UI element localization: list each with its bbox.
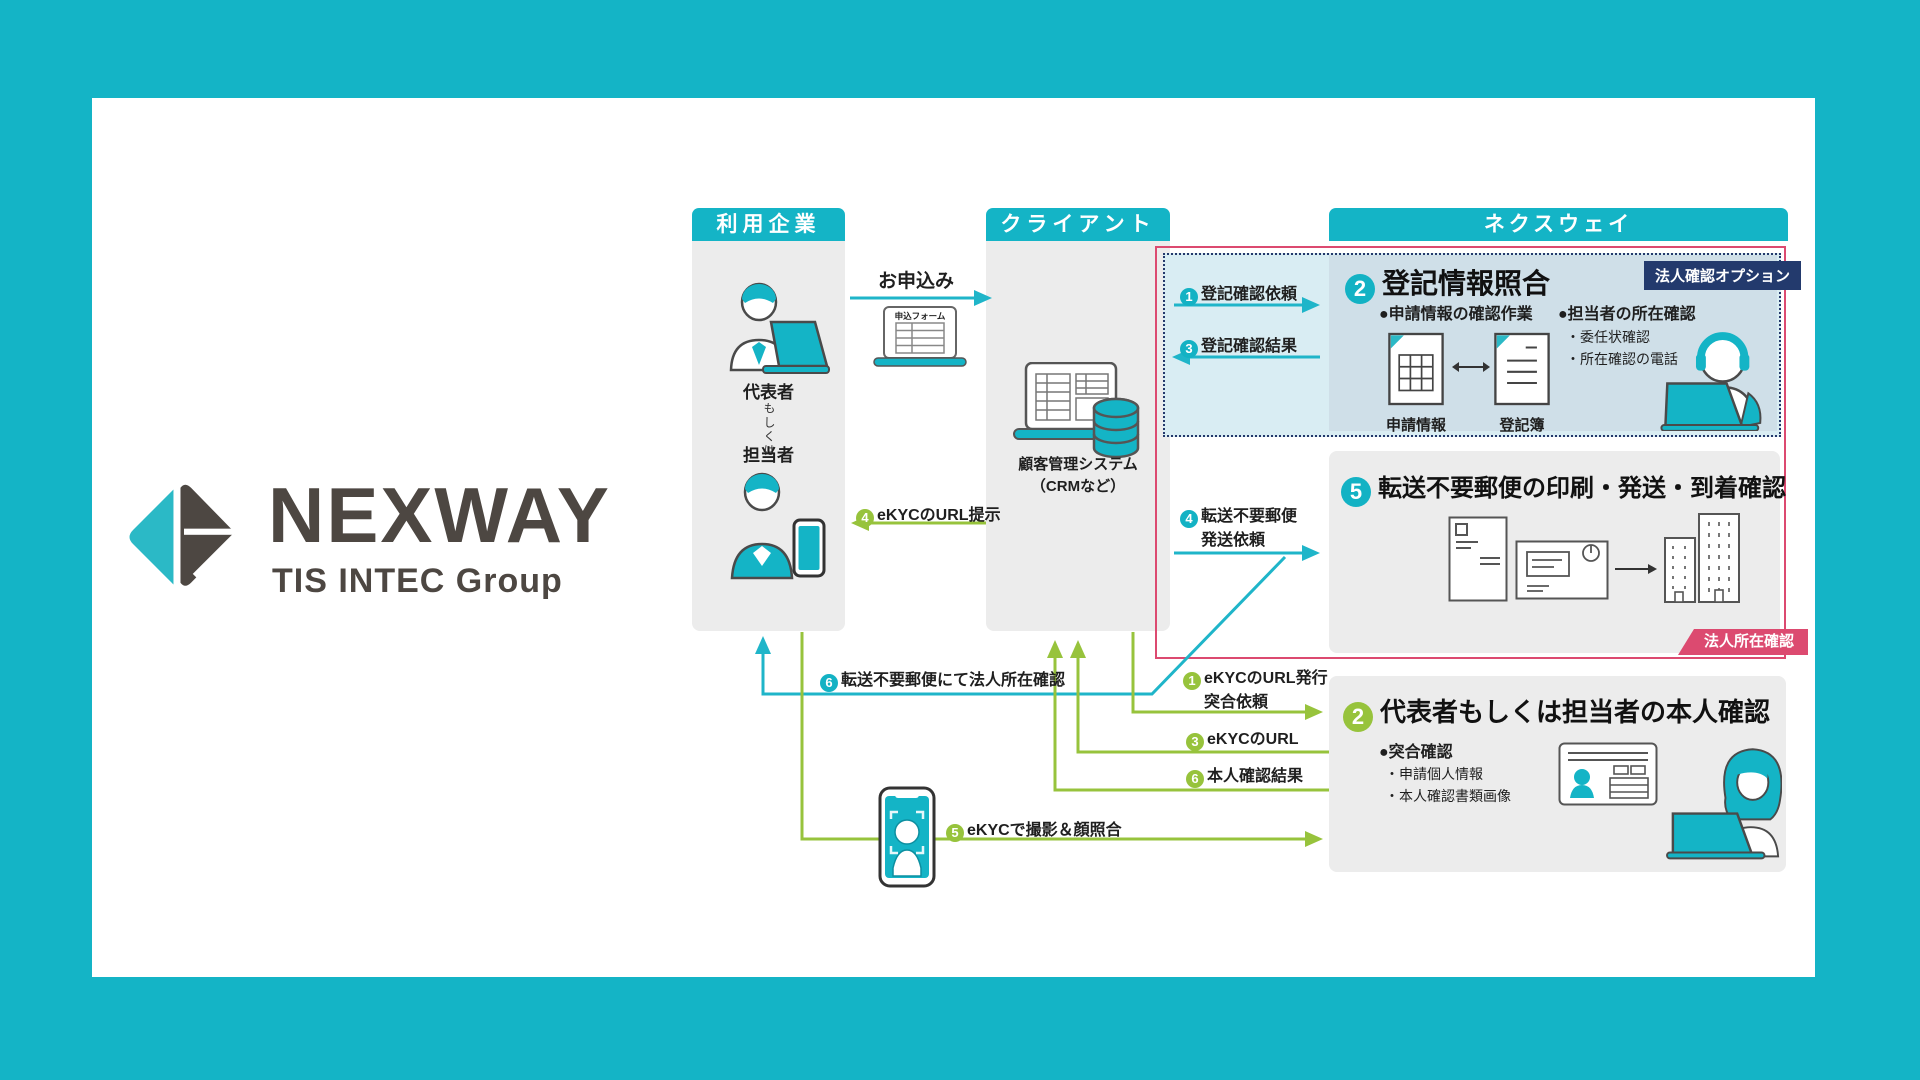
step-text: 登記確認結果 — [1201, 338, 1298, 355]
registry-presence-sub1: ・委任状確認 — [1566, 329, 1650, 345]
step-number: 1 — [1180, 288, 1198, 306]
nexway-logo: NEXWAY TIS INTEC Group — [126, 472, 686, 602]
registry-title-text: 登記情報照合 — [1382, 268, 1551, 299]
column-header-nexway: ネクスウェイ — [1329, 208, 1788, 241]
representative-icon — [729, 282, 830, 374]
nexway-logo-mark-icon — [129, 484, 242, 586]
crm-label-line1: 顧客管理システム — [1018, 456, 1138, 473]
doc-application-label: 申請情報 — [1385, 417, 1446, 434]
mail-title-text: 転送不要郵便の印刷・発送・到着確認 — [1378, 475, 1786, 502]
call-center-operator-icon — [1660, 332, 1762, 431]
registry-book-document-icon — [1494, 332, 1550, 406]
office-building-icon — [1664, 513, 1740, 603]
identity-match-sub1: ・申請個人情報 — [1385, 766, 1483, 782]
step-number: 4 — [856, 509, 874, 527]
id-card-icon — [1558, 742, 1658, 806]
green-step1-line — [1131, 632, 1323, 720]
step-number: 5 — [1341, 477, 1371, 507]
apply-label: お申込み — [878, 271, 955, 292]
application-info-document-icon — [1388, 332, 1444, 406]
option-badge: 法人確認オプション — [1644, 261, 1802, 290]
step-text: eKYCのURL — [1207, 731, 1299, 748]
logo-wordmark: NEXWAY — [268, 471, 611, 559]
step-text: 転送不要郵便にて法人所在確認 — [841, 672, 1066, 689]
doc-registry-label: 登記簿 — [1499, 417, 1545, 434]
mail-box-title: 5 転送不要郵便の印刷・発送・到着確認 — [1341, 468, 1786, 507]
step-text: 本人確認結果 — [1207, 768, 1304, 785]
letter-document-icon — [1448, 516, 1508, 602]
identity-title-text: 代表者もしくは担当者の本人確認 — [1380, 697, 1771, 727]
ekyc-phone-icon — [878, 786, 936, 888]
or-label: もしくは — [762, 402, 776, 458]
teal-step4-arrow — [1174, 545, 1320, 561]
step-number: 6 — [820, 674, 838, 692]
step-number: 2 — [1343, 702, 1373, 732]
step-number: 6 — [1186, 770, 1204, 788]
step-number: 2 — [1345, 274, 1375, 304]
apply-arrow — [850, 290, 992, 306]
crm-system-icon — [1013, 362, 1140, 459]
crm-label-line2: （CRMなど） — [1030, 478, 1126, 495]
step-text: 登記確認依頼 — [1201, 286, 1298, 303]
staff-label: 担当者 — [743, 446, 794, 465]
teal-step6-line — [755, 555, 1287, 696]
operator-woman-icon — [1666, 748, 1782, 860]
column-header-client: クライアント — [986, 208, 1170, 241]
step-number: 1 — [1183, 672, 1201, 690]
identity-match-heading: ●突合確認 — [1379, 744, 1453, 761]
registry-work-heading: ●申請情報の確認作業 — [1379, 306, 1533, 323]
logo-group-text: TIS INTEC Group — [272, 562, 563, 600]
green-step5-line — [800, 632, 1323, 847]
envelope-icon — [1515, 540, 1609, 600]
step-number: 4 — [1180, 510, 1198, 528]
step-text: eKYCのURL発行 — [1204, 670, 1328, 687]
step-number: 3 — [1180, 340, 1198, 358]
form-label-text: 申込フォーム — [895, 311, 946, 321]
corporate-location-badge: 法人所在確認 — [1678, 629, 1809, 655]
mail-delivery-arrow-icon — [1615, 564, 1657, 574]
step-text: 転送不要郵便 — [1201, 508, 1298, 525]
step-number: 5 — [946, 824, 964, 842]
application-form-laptop-icon: 申込フォーム — [873, 306, 967, 367]
staff-with-phone-icon — [730, 472, 826, 580]
green-step1-label-line2: 突合依頼 — [1204, 694, 1269, 711]
teal-step1-arrow — [1174, 297, 1320, 313]
compare-bidirectional-arrow-icon — [1452, 362, 1490, 372]
green-step3-line — [1070, 640, 1329, 754]
identity-match-sub2: ・本人確認書類画像 — [1385, 788, 1511, 804]
step-text: eKYCのURL提示 — [877, 507, 1001, 524]
representative-label: 代表者 — [743, 383, 794, 402]
step-text: eKYCで撮影＆顔照合 — [967, 822, 1122, 839]
corporate-option-frame — [1155, 246, 1786, 659]
step-number: 3 — [1186, 733, 1204, 751]
registry-presence-sub2: ・所在確認の電話 — [1566, 351, 1678, 367]
green-step6-line — [1047, 640, 1329, 792]
registry-presence-heading: ●担当者の所在確認 — [1558, 306, 1696, 323]
column-header-user: 利用企業 — [692, 208, 845, 241]
teal-step4-label-line2: 発送依頼 — [1201, 532, 1266, 549]
